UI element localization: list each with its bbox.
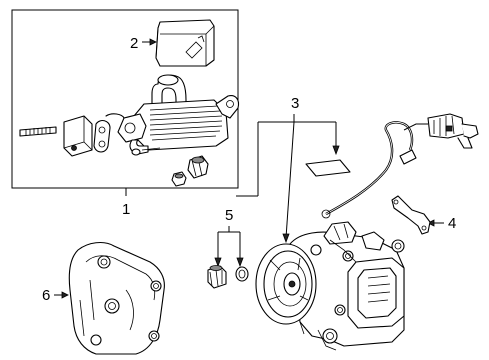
callout-6: 6 <box>42 287 50 304</box>
part-1-gasket <box>93 119 111 153</box>
callout-2: 2 <box>130 35 138 52</box>
part-5-fittings <box>207 265 249 289</box>
part-6-mount-bracket <box>68 241 165 355</box>
callout-5: 5 <box>225 207 233 224</box>
compressor-assembly <box>255 113 479 351</box>
part-1-block <box>63 115 93 157</box>
part-1-oil-cooler <box>105 74 240 156</box>
callout-3: 3 <box>291 95 299 112</box>
part-2-cover <box>155 19 215 67</box>
label-card <box>305 159 351 177</box>
callout-1: 1 <box>122 201 130 218</box>
part-4-bracket <box>391 195 431 235</box>
part-1-fittings <box>171 155 209 187</box>
part-1-stud <box>19 126 57 137</box>
assembly-1-box <box>11 9 239 189</box>
callout-4: 4 <box>448 215 456 232</box>
